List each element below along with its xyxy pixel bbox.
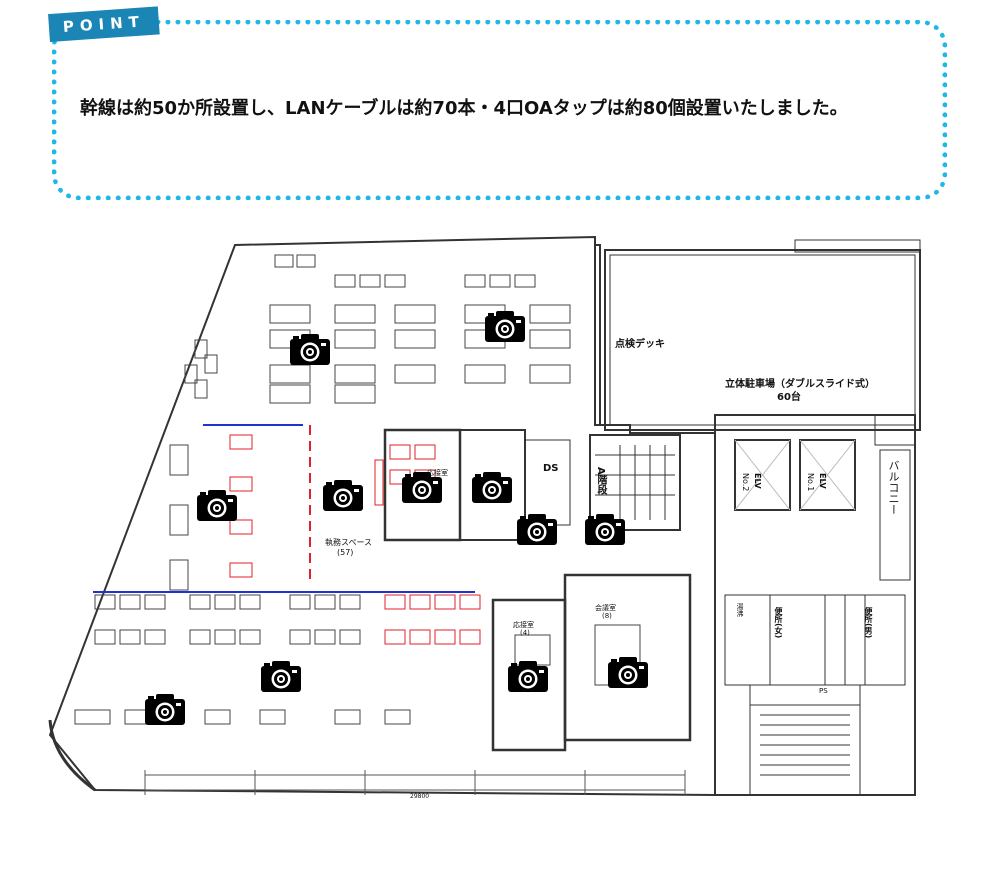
reception-room-label: 応接室 [427,469,448,477]
point-badge-label: POINT [62,12,146,37]
meeting-room-seats: (8) [602,612,612,620]
camera-icon [323,479,363,511]
point-headline: 幹線は約50か所設置し、LANケーブルは約70本・4口OAタップは約80個設置い… [80,98,848,119]
reception-room-2-seats: (4) [520,629,530,637]
toilet-female-label: 便所(女) [774,607,783,639]
inspection-deck-label: 点検デッキ [615,339,665,350]
ps-label: PS [819,687,828,695]
meeting-room-label: 会議室 [595,604,616,612]
reception-room-2-label: 応接室 [513,621,534,629]
ev1-label: ELV [818,473,827,489]
camera-icon [402,471,442,503]
parking-title: 立体駐車場（ダブルスライド式） [725,379,875,390]
stairs-label: A階段 [595,467,606,495]
camera-icon [608,656,648,688]
camera-icon [197,489,237,521]
balcony-label: バルコニー [887,460,900,515]
floor-plan: 立体駐車場（ダブルスライド式） 60台 点検デッキ バルコニー 執務スペース (… [35,215,965,815]
toilet-male-label: 便所(男) [864,607,873,639]
camera-icon [508,660,548,692]
work-space-label: 執務スペース [325,538,373,547]
parking-capacity: 60台 [777,392,801,403]
ds-label: DS [543,463,559,474]
camera-icon [145,693,185,725]
camera-icon [290,333,330,365]
camera-icon [485,310,525,342]
camera-icon [261,660,301,692]
point-callout [52,20,947,200]
hot-water-label: 湯沸 [736,603,744,617]
ev2-number: No.2 [741,473,750,492]
ev2-label: ELV [753,473,762,489]
camera-icon [472,471,512,503]
total-dimension: 29800 [410,793,430,800]
work-space-seats: (57) [337,548,354,557]
floor-plan-drawing [48,235,921,797]
camera-icon [585,513,625,545]
camera-icon [517,513,557,545]
ev1-number: No.1 [806,473,815,492]
